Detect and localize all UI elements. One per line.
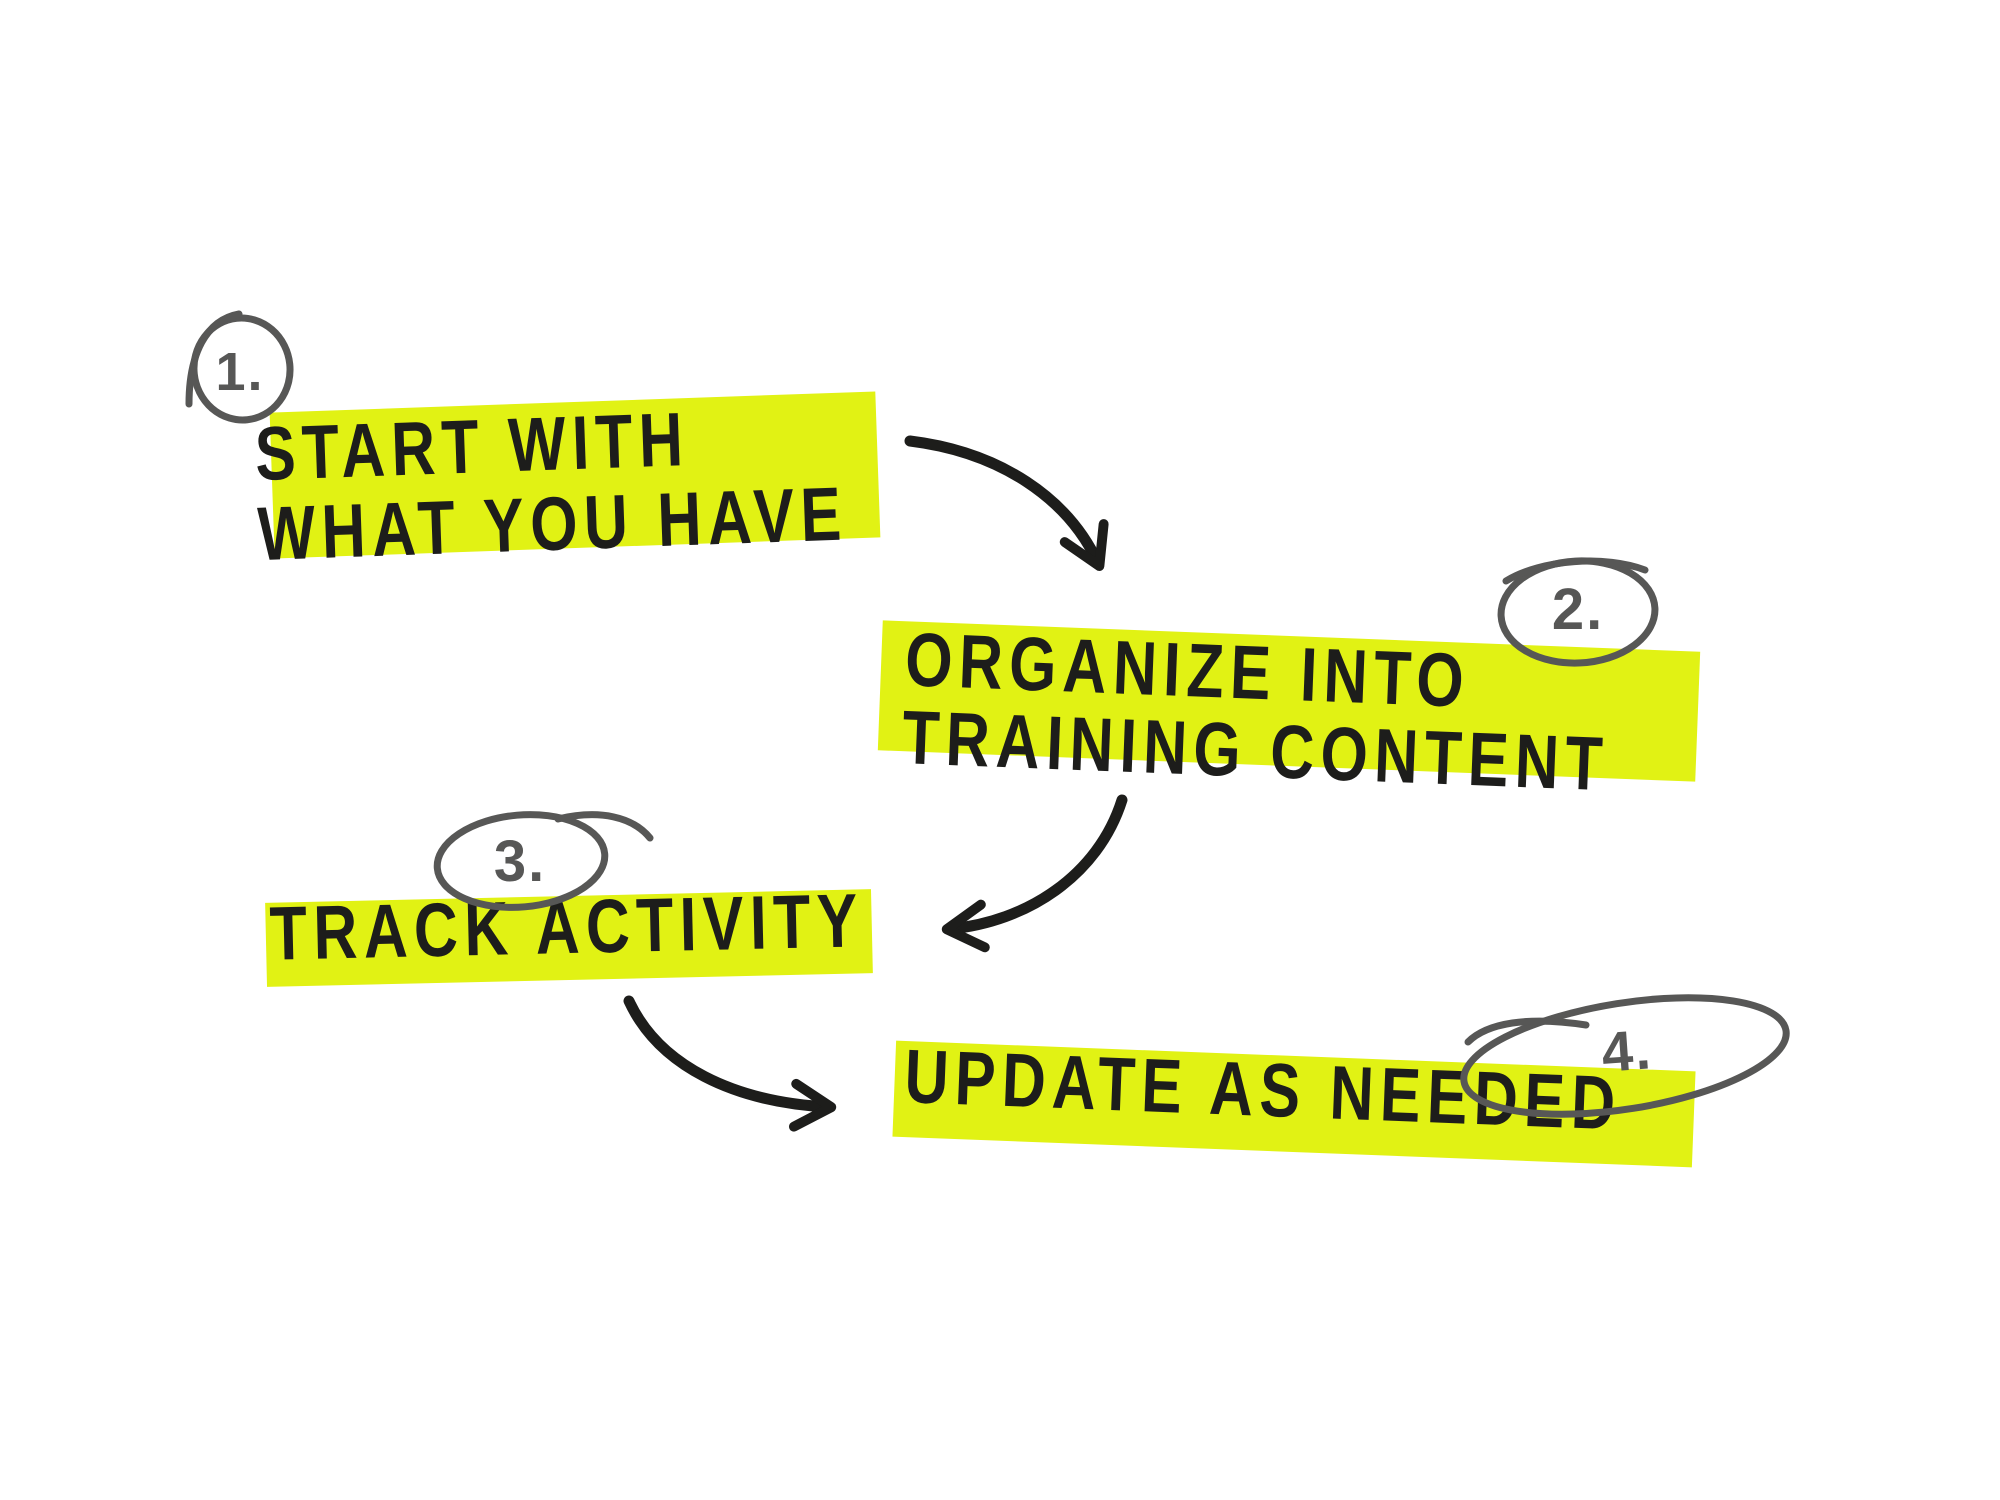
- step-1-number: 1.: [215, 342, 265, 402]
- arrow-step1-to-step2-icon: [904, 435, 1109, 571]
- step-1-highlight: START WITH WHAT YOU HAVE: [254, 391, 881, 577]
- step-4-label: UPDATE AS NEEDED: [903, 1034, 1624, 1147]
- arrow-step3-to-step4-icon: [623, 995, 837, 1132]
- step-2-number: 2.: [1551, 577, 1605, 642]
- arrow-step2-to-step3-icon: [941, 794, 1128, 953]
- step-4-highlight: UPDATE AS NEEDED: [892, 1034, 1696, 1168]
- step-2-highlight: ORGANIZE INTO TRAINING CONTENT: [877, 617, 1701, 807]
- step-3-label: TRACK ACTIVITY: [268, 878, 865, 977]
- step-4-number: 4.: [1599, 1017, 1655, 1084]
- step-1-label-line-2: WHAT YOU HAVE: [256, 471, 849, 578]
- step-3-highlight: TRACK ACTIVITY: [265, 878, 873, 987]
- step-3-number: 3.: [493, 829, 547, 894]
